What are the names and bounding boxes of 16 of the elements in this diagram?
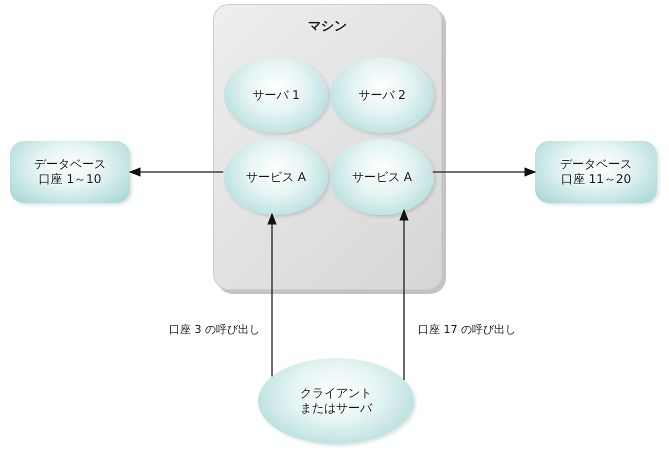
node-label: サービス A: [246, 170, 306, 184]
arrow: [432, 167, 536, 177]
edge-label: 口座 17 の呼び出し: [418, 323, 516, 336]
node-label: サーバ 2: [358, 88, 406, 102]
edge-label: 口座 3 の呼び出し: [169, 323, 260, 336]
database-box: [10, 141, 130, 203]
machine-title: マシン: [307, 18, 348, 35]
node-label: クライアントまたはサーバ: [299, 386, 374, 416]
arrow: [399, 208, 409, 380]
node-label: サーバ 1: [252, 88, 300, 102]
node-label: データベース口座 11～20: [559, 157, 633, 187]
arrow: [128, 167, 224, 177]
database-box: [535, 141, 657, 203]
arrow: [267, 212, 277, 376]
node-label: サービス A: [352, 170, 412, 184]
node-label: データベース口座 1～10: [33, 157, 107, 187]
